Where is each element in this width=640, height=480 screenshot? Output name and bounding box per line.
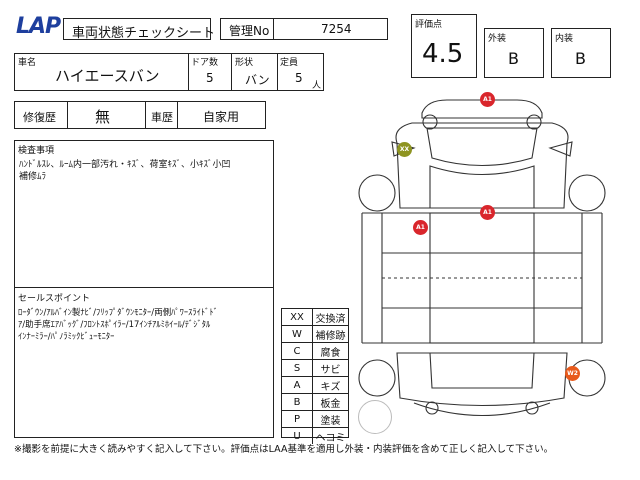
car-diagram bbox=[358, 99, 606, 417]
damage-mark: W2 bbox=[565, 366, 580, 381]
interior-label: 内装 bbox=[555, 34, 574, 44]
car-name-value: ハイエースバン bbox=[55, 67, 160, 85]
score-value: 4.5 bbox=[422, 39, 464, 69]
spare-tire-icon bbox=[358, 400, 392, 434]
capacity-unit: 人 bbox=[312, 81, 322, 91]
footer-note: ※撮影を前提に大きく読みやすく記入して下さい。評価点はLAA基準を適用し外装・内… bbox=[14, 444, 554, 455]
mgmt-no-value: 7254 bbox=[321, 22, 352, 36]
shape-value: バン bbox=[245, 73, 270, 87]
interior-box: 内装 B bbox=[551, 28, 611, 78]
score-label: 評価点 bbox=[415, 20, 443, 30]
selling-points-box: セールスポイント ﾛｰﾀﾞｳﾝ/ｱﾙﾊﾞｲﾝ製ﾅﾋﾞ/ﾌﾘｯﾌﾟﾀﾞｳﾝﾓﾆﾀｰ… bbox=[14, 288, 274, 438]
selling-line-2: ｱ/助手席ｴｱﾊﾞｯｸﾞ/ﾌﾛﾝﾄｽﾎﾟｲﾗｰ/17ｲﾝﾁｱﾙﾐﾎｲｰﾙ/ﾃﾞｼ… bbox=[18, 320, 211, 330]
lap-logo: LAP bbox=[16, 14, 61, 39]
usage-value: 自家用 bbox=[203, 110, 240, 124]
history-row: 修復歴 無 車歴 自家用 bbox=[14, 101, 266, 129]
inspection-line-1: ﾊﾝﾄﾞﾙｽﾚ、ﾙｰﾑ内一部汚れ・ｷｽﾞ、荷室ｷｽﾞ、小ｷｽﾞ小凹 bbox=[19, 160, 231, 170]
vehicle-row: 車名 ハイエースバン ドア数 5 形状 バン 定員 5 人 bbox=[14, 53, 324, 91]
inspection-label: 検査事項 bbox=[18, 146, 55, 156]
exterior-box: 外装 B bbox=[484, 28, 544, 78]
damage-mark: XX bbox=[397, 142, 412, 157]
damage-mark: A1 bbox=[413, 220, 428, 235]
exterior-value: B bbox=[508, 49, 519, 68]
damage-mark: A1 bbox=[480, 92, 495, 107]
doors-value: 5 bbox=[206, 71, 214, 85]
repair-history-label: 修復歴 bbox=[23, 111, 56, 124]
car-name-label: 車名 bbox=[18, 58, 37, 68]
repair-history-value: 無 bbox=[95, 108, 111, 126]
capacity-value: 5 bbox=[295, 71, 303, 85]
score-box: 評価点 4.5 bbox=[411, 14, 477, 78]
inspection-line-2: 補修ﾑﾗ bbox=[19, 172, 47, 182]
mgmt-no-label: 管理No bbox=[229, 24, 270, 38]
selling-line-3: ｲﾝﾅｰﾐﾗｰ/ﾊﾟﾉﾗﾐｯｸﾋﾞｭｰﾓﾆﾀｰ bbox=[18, 332, 115, 342]
damage-mark: A1 bbox=[480, 205, 495, 220]
sheet-title-box: 車両状態チェックシート bbox=[63, 18, 215, 41]
capacity-label: 定員 bbox=[280, 58, 299, 68]
doors-label: ドア数 bbox=[191, 58, 219, 68]
mgmt-no-box: 管理No 7254 bbox=[220, 18, 388, 40]
usage-label: 車歴 bbox=[151, 111, 173, 124]
sheet-title: 車両状態チェックシート bbox=[72, 26, 216, 41]
exterior-label: 外装 bbox=[488, 34, 507, 44]
selling-points-label: セールスポイント bbox=[18, 294, 91, 304]
shape-label: 形状 bbox=[235, 58, 254, 68]
inspection-box: 検査事項 ﾊﾝﾄﾞﾙｽﾚ、ﾙｰﾑ内一部汚れ・ｷｽﾞ、荷室ｷｽﾞ、小ｷｽﾞ小凹 補… bbox=[14, 140, 274, 288]
selling-line-1: ﾛｰﾀﾞｳﾝ/ｱﾙﾊﾞｲﾝ製ﾅﾋﾞ/ﾌﾘｯﾌﾟﾀﾞｳﾝﾓﾆﾀｰ/両側ﾊﾟﾜｰｽﾗ… bbox=[18, 308, 218, 318]
interior-value: B bbox=[575, 49, 586, 68]
